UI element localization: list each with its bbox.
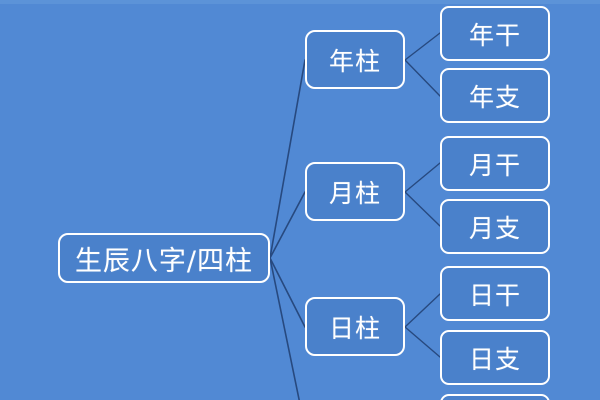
mindmap-branch-node-day-pillar[interactable]: 日柱 [305, 297, 405, 356]
mindmap-leaf-node-day-branch[interactable]: 日支 [440, 330, 550, 385]
connector-day-to-branch [404, 326, 441, 358]
connector-month-to-stem [404, 162, 441, 193]
mindmap-branch-node-year-pillar[interactable]: 年柱 [305, 30, 405, 89]
connector-root-to-year [269, 59, 306, 259]
connector-root-to-day [269, 257, 306, 328]
mindmap-root-node[interactable]: 生辰八字/四柱 [58, 233, 270, 283]
mindmap-leaf-node-month-stem[interactable]: 月干 [440, 136, 550, 191]
top-edge-strip [0, 0, 600, 4]
connector-root-to-hour [269, 257, 300, 400]
mindmap-leaf-node-offscreen-partial[interactable] [440, 394, 550, 400]
connector-day-to-stem [404, 293, 441, 328]
mindmap-leaf-node-month-branch[interactable]: 月支 [440, 199, 550, 254]
mindmap-leaf-node-year-stem[interactable]: 年干 [440, 6, 550, 61]
connector-year-to-branch [404, 59, 441, 97]
mindmap-leaf-node-day-stem[interactable]: 日干 [440, 266, 550, 321]
connector-month-to-branch [404, 191, 441, 227]
mindmap-branch-node-month-pillar[interactable]: 月柱 [305, 162, 405, 221]
mindmap-leaf-node-year-branch[interactable]: 年支 [440, 68, 550, 123]
connector-year-to-stem [404, 32, 441, 61]
connector-root-to-month [269, 191, 306, 259]
